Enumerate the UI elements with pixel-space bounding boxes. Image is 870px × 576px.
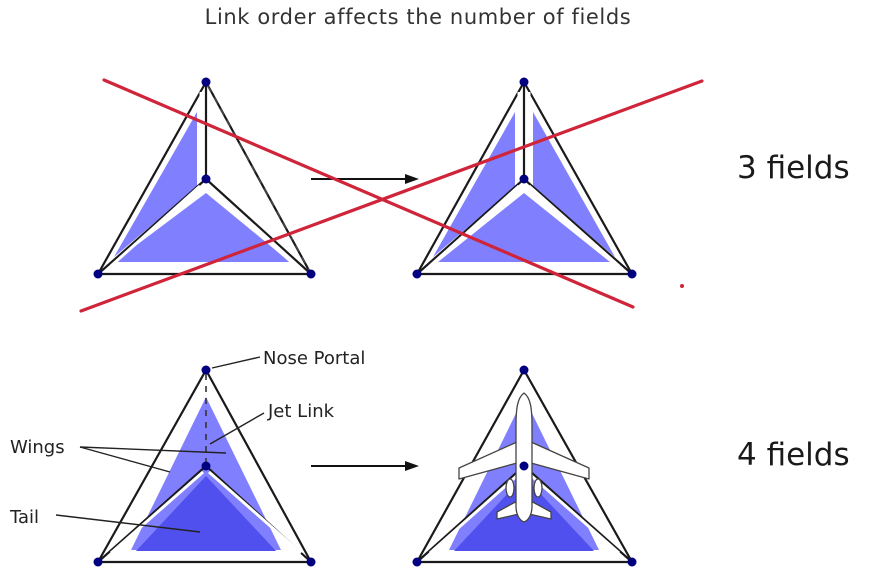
diagram-title: Link order affects the number of fields	[205, 5, 632, 29]
row2-result-label: 4 fields	[737, 437, 850, 473]
links	[415, 80, 634, 276]
tail-leader	[55, 514, 201, 533]
portal	[93, 557, 103, 567]
row1-right-triangle	[412, 77, 637, 279]
jet-airplane-icon	[458, 392, 590, 523]
wings-leader-2	[79, 446, 171, 473]
portal	[627, 269, 637, 279]
row1-arrow	[311, 174, 419, 184]
row1-left-triangle	[93, 77, 316, 279]
fuselage	[515, 392, 533, 523]
portal	[201, 174, 211, 184]
right-engine	[533, 478, 543, 498]
tail-label: Tail	[9, 507, 39, 528]
portal	[412, 269, 422, 279]
nose-portal-leader	[211, 356, 261, 369]
jet-link-label: Jet Link	[267, 401, 335, 422]
wings-leader-1	[79, 446, 227, 454]
portal	[519, 77, 529, 87]
portal	[519, 365, 529, 375]
field-bottom	[438, 193, 610, 262]
wings-field	[131, 397, 281, 550]
wings-label: Wings	[10, 437, 65, 458]
portal	[519, 174, 529, 184]
portal	[201, 461, 211, 471]
row-1: 3 fields	[79, 77, 850, 313]
field-left	[114, 112, 197, 257]
red-dot	[680, 284, 684, 288]
portal	[201, 77, 211, 87]
portals	[412, 77, 637, 279]
cross-out-mark	[79, 78, 704, 313]
row1-result-label: 3 fields	[737, 150, 850, 186]
row-2: Nose Portal Jet Link Wings Tail	[9, 348, 850, 567]
portal	[519, 461, 529, 471]
row2-arrow	[311, 461, 419, 471]
nose-portal-label: Nose Portal	[263, 348, 365, 369]
row2-left-triangle	[93, 365, 316, 567]
nose-portal	[201, 365, 211, 375]
field-right	[533, 112, 615, 257]
left-engine	[505, 478, 515, 498]
portals	[412, 365, 637, 567]
row2-right-triangle	[412, 365, 637, 567]
field-left	[433, 112, 515, 257]
portal	[93, 269, 103, 279]
portals	[93, 365, 316, 567]
tail-field	[136, 476, 276, 551]
white-separators	[109, 92, 298, 270]
portal	[306, 557, 316, 567]
dashed-link	[207, 85, 310, 271]
field-bottom	[114, 193, 290, 262]
white-separators	[110, 470, 302, 558]
portals	[93, 77, 316, 279]
white-separators	[428, 92, 620, 270]
portal	[627, 557, 637, 567]
jet-link-leader	[209, 412, 265, 445]
label-leaders	[55, 356, 265, 533]
portal	[306, 269, 316, 279]
portal	[412, 557, 422, 567]
